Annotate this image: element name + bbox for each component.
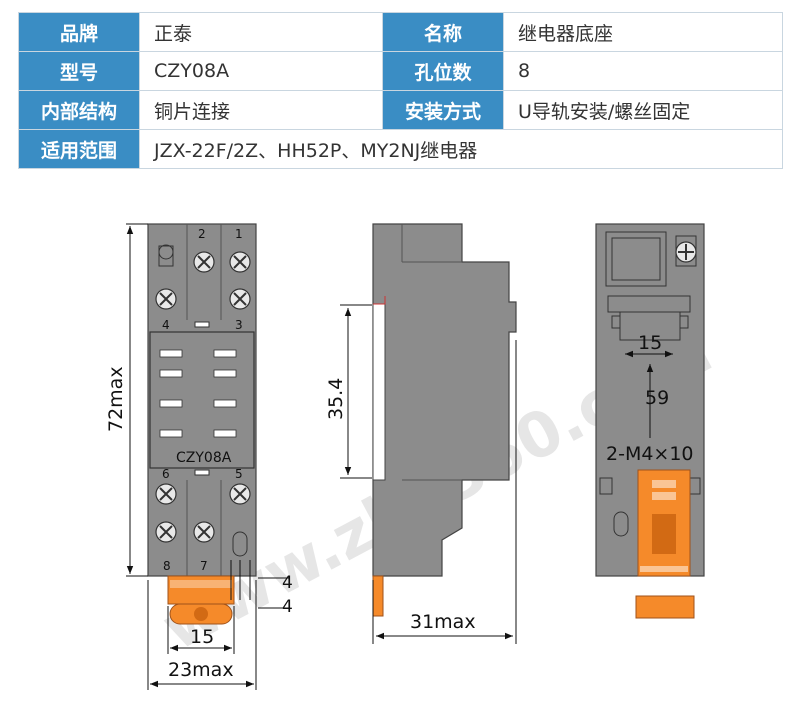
front-small-dim: 4 [282, 573, 293, 593]
spec-key-holes: 孔位数 [382, 51, 504, 91]
terminal-screw-5 [229, 483, 251, 505]
front-din-clip [167, 575, 235, 605]
back-screw-label: 2-M4×10 [606, 443, 694, 465]
terminal-label-5: 5 [235, 467, 243, 481]
front-small-dim-2: 4 [282, 597, 293, 617]
spec-value-application: JZX-22F/2Z、HH52P、MY2NJ继电器 [139, 129, 783, 169]
terminal-screw-1 [229, 251, 251, 273]
spec-row-structure: 内部结构 铜片连接 安装方式 U导轨安装/螺丝固定 [18, 90, 783, 130]
terminal-screw-4 [155, 288, 177, 310]
side-depth-dim: 31max [410, 611, 476, 633]
terminal-label-1: 1 [235, 227, 243, 241]
spec-value-holes: 8 [503, 51, 783, 91]
spec-row-model: 型号 CZY08A 孔位数 8 [18, 51, 783, 91]
spec-key-install: 安装方式 [382, 90, 504, 130]
back-height-dim: 59 [645, 387, 669, 409]
spec-key-brand: 品牌 [18, 12, 140, 52]
terminal-label-2: 2 [198, 227, 206, 241]
terminal-screw-6 [155, 483, 177, 505]
spec-value-install: U导轨安装/螺丝固定 [503, 90, 783, 130]
terminal-label-6: 6 [162, 467, 170, 481]
spec-row-application: 适用范围 JZX-22F/2Z、HH52P、MY2NJ继电器 [18, 129, 783, 169]
back-screw-hole-top [675, 241, 697, 263]
spec-key-application: 适用范围 [18, 129, 140, 169]
terminal-screw-8 [155, 521, 177, 543]
side-rail-dim: 35.4 [325, 378, 347, 420]
terminal-screw-3 [229, 288, 251, 310]
spec-value-structure: 铜片连接 [139, 90, 383, 130]
front-view: 2 1 4 3 CZY08A 6 5 8 7 72max [105, 223, 293, 690]
side-view: 35.4 31max [325, 223, 517, 644]
back-view: 15 59 2-M4×10 [595, 223, 705, 619]
terminal-label-4: 4 [162, 318, 170, 332]
front-pitch-dim: 15 [190, 626, 214, 648]
spec-row-brand: 品牌 正泰 名称 继电器底座 [18, 12, 783, 52]
spec-key-model: 型号 [18, 51, 140, 91]
terminal-screw-2 [193, 251, 215, 273]
front-width-dim: 23max [168, 659, 234, 681]
spec-value-model: CZY08A [139, 51, 383, 91]
terminal-screw-7 [193, 521, 215, 543]
side-din-clip [372, 575, 384, 617]
terminal-label-3: 3 [235, 318, 243, 332]
spec-table: 品牌 正泰 名称 继电器底座 型号 CZY08A 孔位数 8 内部结构 铜片连接… [18, 12, 783, 169]
terminal-label-7: 7 [200, 559, 208, 573]
spec-key-structure: 内部结构 [18, 90, 140, 130]
front-height-dim: 72max [105, 366, 127, 432]
back-width-dim: 15 [638, 332, 662, 354]
spec-value-name: 继电器底座 [503, 12, 783, 52]
side-body [372, 223, 517, 577]
model-label: CZY08A [176, 450, 232, 466]
terminal-label-8: 8 [163, 559, 171, 573]
